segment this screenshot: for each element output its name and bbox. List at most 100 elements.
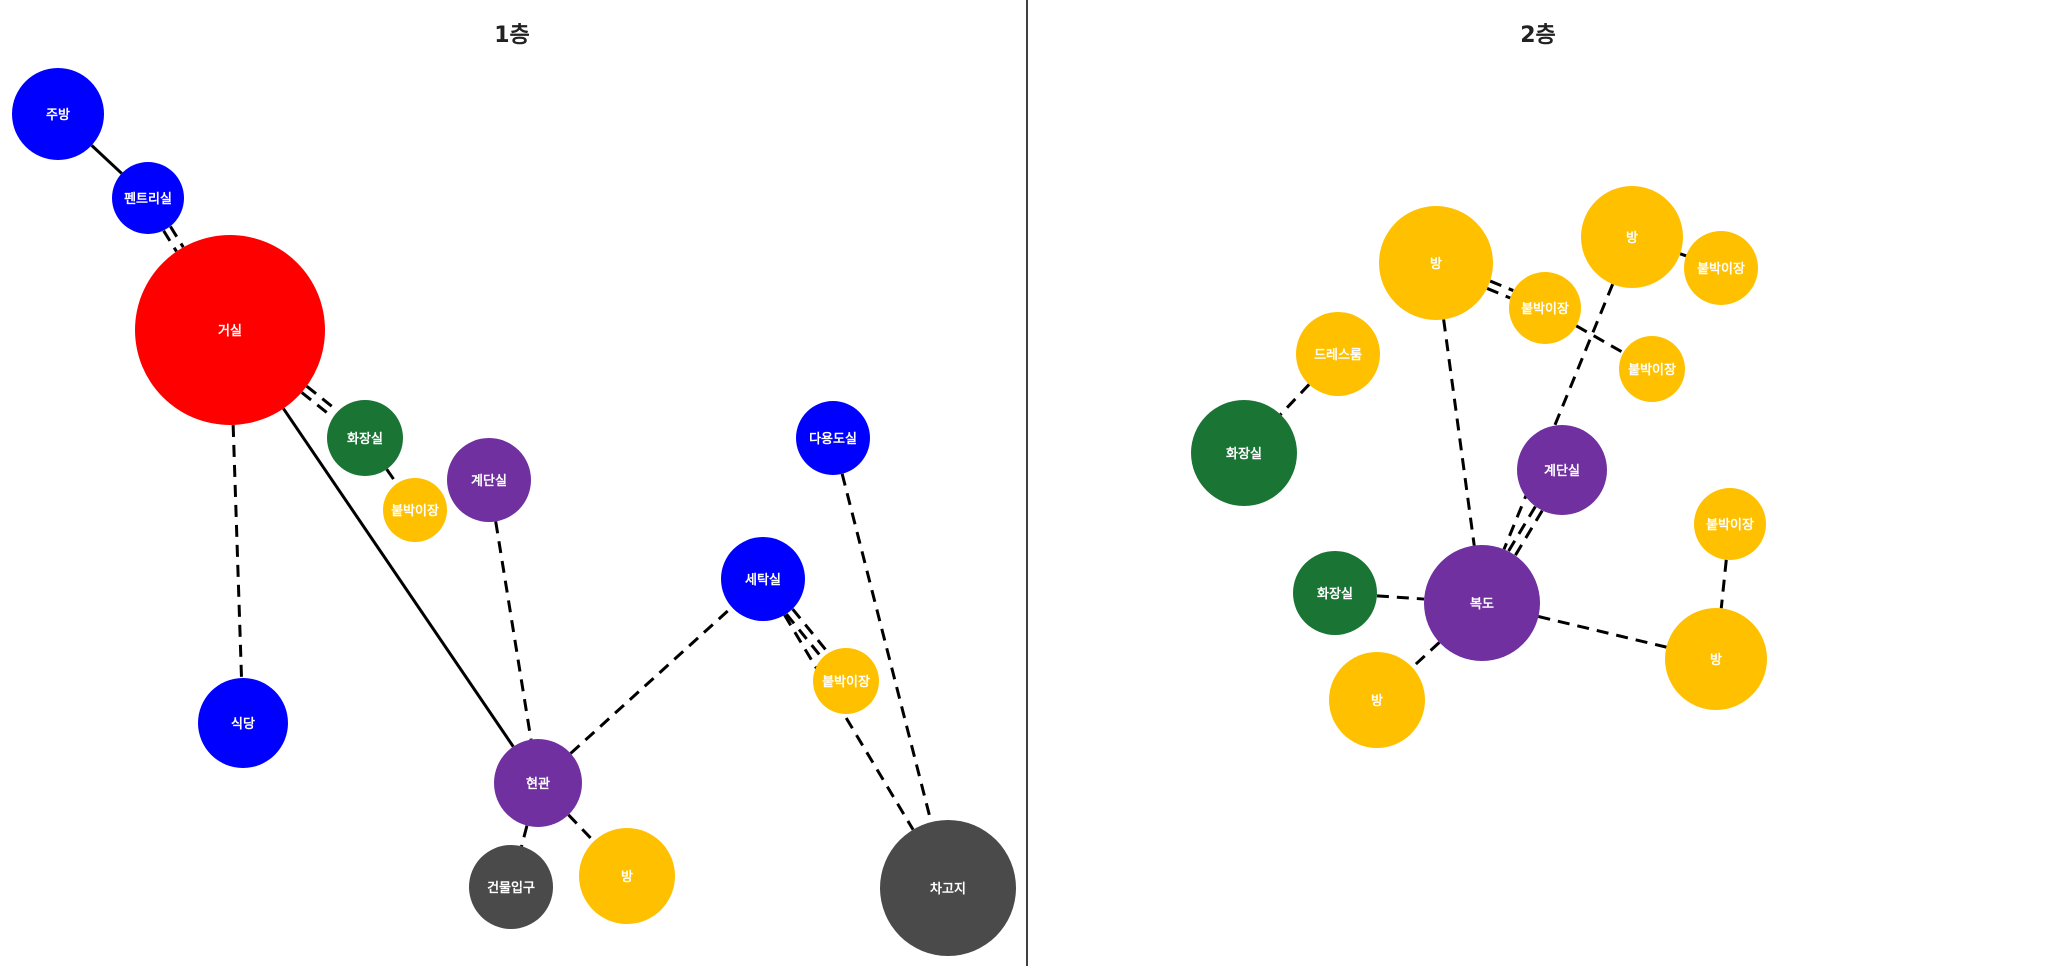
edge-f1-bath-f1-closet1 — [385, 468, 398, 485]
room-label: 세탁실 — [745, 572, 781, 588]
room-node-f2-room1: 방 — [1379, 206, 1493, 320]
room-label: 붙박이장 — [1706, 517, 1754, 533]
room-circle — [1424, 545, 1540, 661]
room-node-f1-pantry: 펜트리실 — [112, 162, 184, 234]
room-node-f1-dining: 식당 — [198, 678, 288, 768]
edge-f1-entrance-f1-room — [567, 813, 595, 843]
room-circle — [1379, 206, 1493, 320]
room-label: 거실 — [218, 323, 242, 339]
room-label: 다용도실 — [809, 431, 857, 447]
room-node-f2-hall: 복도 — [1424, 545, 1540, 661]
edge-f1-living-f1-bath-a — [300, 391, 334, 419]
room-label: 방 — [1710, 652, 1722, 668]
edge-f2-room2-f2-closet-a — [1679, 252, 1687, 258]
room-node-f1-kitchen: 주방 — [12, 68, 104, 160]
edge-f1-utility-f1-garage — [840, 473, 933, 823]
edge-f2-stair-f2-hall-b — [1514, 509, 1544, 557]
room-label: 붙박이장 — [391, 503, 439, 519]
room-node-f2-closet-d: 붙박이장 — [1694, 488, 1766, 560]
room-circle — [327, 400, 403, 476]
room-circle — [12, 68, 104, 160]
room-circle — [1191, 400, 1297, 506]
edge-f2-dress-f2-bath1 — [1279, 383, 1311, 416]
room-label: 방 — [1430, 256, 1442, 272]
nodes-layer: 주방펜트리실거실화장실붙박이장계단실식당현관건물입구방다용도실세탁실붙박이장차고… — [12, 68, 1767, 956]
room-circle — [1296, 312, 1380, 396]
room-label: 화장실 — [1226, 446, 1262, 462]
room-label: 현관 — [526, 776, 550, 792]
room-node-f1-room: 방 — [579, 828, 675, 924]
room-circle — [383, 478, 447, 542]
room-node-f1-utility: 다용도실 — [796, 401, 870, 475]
edge-f2-stair-f2-hall-a — [1507, 505, 1537, 553]
room-label: 방 — [621, 869, 633, 885]
edge-f2-room1-f2-closet-b-a — [1486, 287, 1511, 300]
room-label: 화장실 — [347, 431, 383, 447]
room-node-f2-room2: 방 — [1581, 186, 1683, 288]
room-circle — [198, 678, 288, 768]
room-label: 방 — [1371, 693, 1383, 709]
edge-f1-pantry-f1-living-b — [169, 225, 185, 248]
room-node-f2-dress: 드레스룸 — [1296, 312, 1380, 396]
edge-f2-hall-f2-room4 — [1538, 615, 1667, 649]
room-label: 붙박이장 — [822, 674, 870, 690]
room-node-f2-stair: 계단실 — [1517, 425, 1607, 515]
room-node-f2-closet-c: 붙박이장 — [1619, 336, 1685, 402]
room-label: 붙박이장 — [1697, 261, 1745, 277]
edge-f2-room1-f2-hall — [1442, 319, 1476, 546]
room-circle — [135, 235, 325, 425]
room-node-f1-laundry: 세탁실 — [721, 537, 805, 621]
room-node-f2-room3: 방 — [1329, 652, 1425, 748]
edge-f1-laundry-f1-garage — [783, 614, 915, 831]
room-node-f2-bath2: 화장실 — [1293, 551, 1377, 635]
room-label: 건물입구 — [487, 880, 535, 896]
room-label: 드레스룸 — [1314, 347, 1362, 363]
room-circle — [447, 438, 531, 522]
room-node-f2-bath1: 화장실 — [1191, 400, 1297, 506]
room-circle — [494, 739, 582, 827]
room-label: 식당 — [231, 716, 255, 732]
edge-f2-room2-f2-hall — [1502, 283, 1615, 550]
room-node-f1-closet1: 붙박이장 — [383, 478, 447, 542]
room-circle — [1517, 425, 1607, 515]
room-label: 계단실 — [1544, 463, 1580, 479]
room-label: 방 — [1626, 230, 1638, 246]
room-circle — [796, 401, 870, 475]
room-circle — [1581, 186, 1683, 288]
room-node-f2-room4: 방 — [1665, 608, 1767, 710]
room-node-f1-stair: 계단실 — [447, 438, 531, 522]
edge-f1-living-f1-bath-b — [305, 385, 339, 413]
room-label: 주방 — [46, 107, 70, 123]
room-circle — [813, 648, 879, 714]
room-label: 계단실 — [471, 473, 507, 489]
room-node-f1-garage: 차고지 — [880, 820, 1016, 956]
room-circle — [579, 828, 675, 924]
room-circle — [1509, 272, 1581, 344]
room-label: 화장실 — [1317, 586, 1353, 602]
room-node-f1-closet2: 붙박이장 — [813, 648, 879, 714]
room-circle — [112, 162, 184, 234]
edge-f2-closet-b-f2-closet-c — [1575, 324, 1625, 354]
room-label: 붙박이장 — [1521, 301, 1569, 317]
edge-f1-entrance-f1-bldg-entry — [520, 825, 529, 847]
room-circle — [1665, 608, 1767, 710]
edge-f2-closet-d-f2-room4 — [1719, 559, 1728, 609]
edge-f1-stair-f1-entrance — [494, 521, 533, 740]
room-circle — [1684, 231, 1758, 305]
room-label: 차고지 — [930, 881, 966, 897]
room-circle — [1619, 336, 1685, 402]
edge-f1-living-f1-entrance — [282, 407, 515, 748]
room-circle — [1694, 488, 1766, 560]
room-node-f1-bldg-entry: 건물입구 — [469, 845, 553, 929]
edge-f1-kitchen-f1-pantry — [90, 144, 123, 175]
room-circle — [1293, 551, 1377, 635]
room-node-f2-closet-b: 붙박이장 — [1509, 272, 1581, 344]
room-circle — [880, 820, 1016, 956]
room-circle — [469, 845, 553, 929]
room-circle — [1329, 652, 1425, 748]
room-label: 복도 — [1470, 597, 1494, 612]
edge-f2-room1-f2-closet-b-b — [1489, 279, 1514, 292]
edge-f1-pantry-f1-living-a — [162, 229, 178, 253]
edge-f1-entrance-f1-laundry — [569, 606, 733, 755]
